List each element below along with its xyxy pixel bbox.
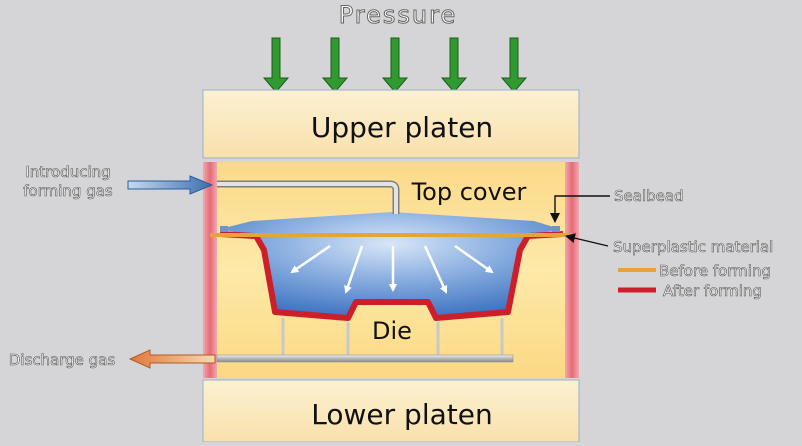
sealbead-label: Sealbead [614, 187, 684, 205]
gas-flow-arrow-icon [454, 244, 494, 274]
introducing-gas-label-line1: Introducing [25, 163, 110, 181]
pressure-arrows [262, 37, 528, 93]
top-cover-label: Top cover [411, 178, 527, 206]
legend: Before forming After forming [618, 262, 771, 300]
legend-before-label: Before forming [659, 262, 771, 280]
sealbead-left [220, 226, 228, 232]
pressure-arrow-icon [381, 37, 409, 93]
pressure-title: Pressure [339, 1, 457, 29]
sealbead-leader [550, 195, 610, 223]
discharge-gas-label: Discharge gas [9, 351, 116, 369]
outlet-arrow-icon [128, 349, 216, 369]
pressure-arrow-icon [321, 37, 349, 93]
left-side-wall [203, 162, 217, 378]
legend-after-label: After forming [663, 282, 762, 300]
right-side-wall [565, 162, 579, 378]
sealbead-right [552, 226, 560, 232]
formed-cavity [220, 212, 560, 318]
gas-inlet-pipe [217, 182, 398, 214]
die-supports [281, 318, 504, 356]
lower-platen-label: Lower platen [311, 398, 492, 431]
pressure-arrow-icon [500, 37, 528, 93]
gas-flow-arrow-icon [290, 244, 331, 274]
after-forming-sheet [219, 231, 564, 321]
gas-flow-arrow-icon [344, 245, 364, 294]
gas-flow-arrow-icon [423, 245, 448, 294]
superplastic-material-label: Superplastic material [613, 238, 773, 256]
lower-platen [202, 379, 580, 443]
gas-flow-arrows [290, 244, 494, 294]
die-label: Die [372, 317, 412, 345]
superplastic-leader [565, 233, 609, 247]
upper-platen [202, 89, 580, 159]
upper-platen-label: Upper platen [311, 111, 493, 144]
inlet-arrow-icon [127, 175, 214, 195]
discharge-rail [216, 354, 514, 363]
pressure-arrow-icon [262, 37, 290, 93]
introducing-gas-label-line2: forming gas [23, 182, 113, 200]
pressure-arrow-icon [440, 37, 468, 93]
